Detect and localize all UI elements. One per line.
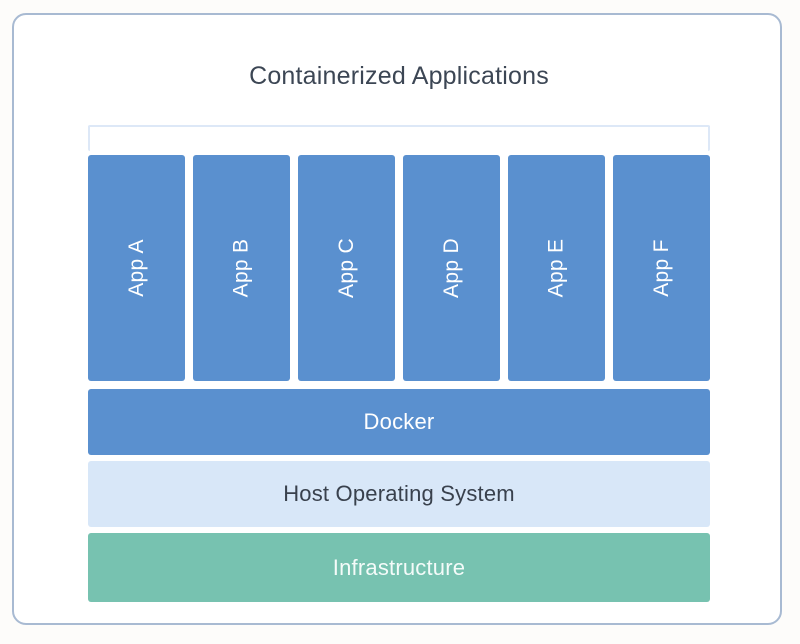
app-container-f[interactable]: App F [613, 155, 710, 381]
page-title: Containerized Applications [249, 62, 549, 90]
containerized-apps-bracket [88, 125, 710, 151]
app-container-b[interactable]: App B [193, 155, 290, 381]
diagram-card: Containerized Applications App A App B A… [12, 13, 782, 625]
app-container-d[interactable]: App D [403, 155, 500, 381]
layer-infrastructure[interactable]: Infrastructure [88, 533, 710, 602]
app-container-label: App A [124, 239, 148, 297]
app-container-label: App B [229, 238, 253, 298]
app-container-label: App E [544, 238, 568, 298]
app-container-e[interactable]: App E [508, 155, 605, 381]
app-container-label: App C [334, 238, 358, 298]
layer-docker[interactable]: Docker [88, 389, 710, 455]
app-container-label: App F [649, 239, 673, 297]
application-containers-row: App A App B App C App D App E App F [88, 155, 710, 381]
app-container-label: App D [439, 238, 463, 298]
layer-host-operating-system[interactable]: Host Operating System [88, 461, 710, 527]
app-container-a[interactable]: App A [88, 155, 185, 381]
app-container-c[interactable]: App C [298, 155, 395, 381]
